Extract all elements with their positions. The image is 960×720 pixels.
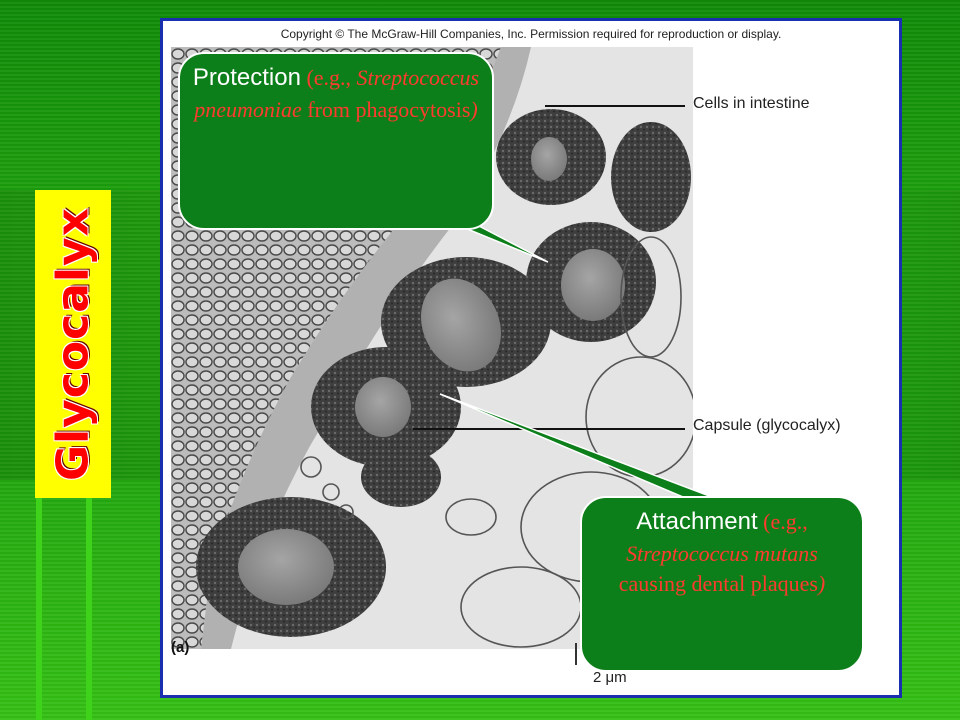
callout-protection-organism: Streptococcus pneumoniae	[194, 65, 480, 122]
background-bar	[86, 495, 92, 720]
leader-line-capsule	[413, 428, 685, 430]
scale-label: 2 μm	[593, 669, 627, 686]
scale-bar	[575, 643, 577, 665]
callout-protection-lead: Protection	[192, 64, 301, 91]
title-tab	[35, 190, 111, 498]
bacterial-cells	[238, 137, 625, 605]
callout-protection-open: (e.g.,	[300, 65, 357, 90]
attachment-pointer	[439, 393, 721, 501]
callout-attachment-rest: causing dental plaques	[618, 570, 818, 596]
callout-attachment-lead: Attachment	[636, 508, 758, 535]
callout-protection: Protection (e.g., Streptococcus pneumoni…	[178, 52, 494, 230]
callout-protection-close: )	[470, 96, 478, 122]
panel-letter: (a)	[171, 639, 190, 656]
copyright-notice: Copyright © The McGraw-Hill Companies, I…	[280, 27, 782, 41]
leader-line-cells	[545, 105, 685, 107]
callout-attachment-organism: Streptococcus mutans	[626, 540, 818, 566]
background-bar	[36, 495, 42, 720]
callout-attachment-open: (e.g.,	[757, 509, 808, 534]
label-capsule: Capsule (glycocalyx)	[693, 417, 841, 434]
callout-attachment: Attachment (e.g., Streptococcus mutans c…	[580, 496, 864, 672]
callout-attachment-close: )	[817, 570, 826, 596]
label-cells-in-intestine: Cells in intestine	[693, 95, 810, 112]
callout-protection-rest: from phagocytosis	[301, 96, 471, 122]
